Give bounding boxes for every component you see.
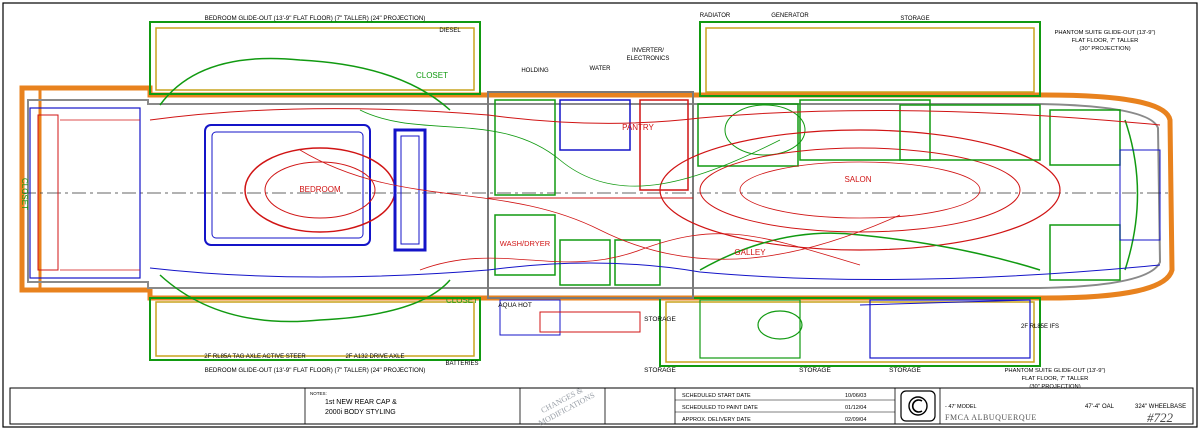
- closet-top-label: CLOSET: [416, 71, 448, 80]
- pantry-label: PANTRY: [622, 123, 654, 132]
- wheelbase-text: 324" WHEELBASE: [1135, 404, 1186, 410]
- storage-bottom-2: STORAGE: [799, 367, 831, 374]
- water-label: WATER: [590, 66, 612, 72]
- bottom-labels: 2F RL85A TAG AXLE ACTIVE STEER 2F A132 D…: [204, 324, 1105, 390]
- coach-body: [19, 85, 1175, 301]
- inverter-label: INVERTER/: [632, 48, 664, 54]
- schedule-table: SCHEDULED START DATE 10/06/03 SCHEDULED …: [682, 393, 866, 423]
- front-axle-label: 2F RL85E IFS: [1021, 324, 1059, 330]
- closet-bottom-label: CLOSET: [446, 296, 478, 305]
- holding-label: HOLDING: [521, 68, 549, 74]
- bedroom-area: [29, 57, 451, 323]
- top-labels: BEDROOM GLIDE-OUT (13'-9" FLAT FLOOR) (7…: [205, 13, 1156, 74]
- salon-galley-area: [659, 99, 1161, 359]
- phantom-suite-bottom-line3: (30" PROJECTION): [1029, 384, 1080, 390]
- company-logo-icon: [900, 390, 936, 422]
- fmca-watermark: FMCA ALBUQUERQUE: [945, 413, 1037, 422]
- bedroom-label: BEDROOM: [299, 185, 341, 194]
- generator-label: GENERATOR: [771, 13, 809, 19]
- tag-axle-label: 2F RL85A TAG AXLE ACTIVE STEER: [204, 354, 306, 360]
- phantom-suite-bottom-line2: FLAT FLOOR, 7" TALLER: [1022, 376, 1089, 382]
- schedule-start-date: 10/06/03: [845, 393, 866, 399]
- drawing-number: #722: [1147, 410, 1174, 425]
- closet-left-label: CLOSET: [20, 178, 29, 210]
- storage-top-label: STORAGE: [900, 16, 929, 22]
- aqua-hot-label: AQUA HOT: [498, 302, 532, 309]
- schedule-paint-date: 01/12/04: [845, 405, 866, 411]
- mid-coach-area: [487, 91, 694, 336]
- model-text: - 47' MODEL: [945, 404, 977, 410]
- storage-bottom-1: STORAGE: [644, 367, 676, 374]
- room-labels: CLOSET CLOSET BEDROOM PANTRY SALON GALLE…: [20, 71, 921, 374]
- storage-bottom-3: STORAGE: [889, 367, 921, 374]
- schedule-start-label: SCHEDULED START DATE: [682, 393, 751, 399]
- phantom-suite-top-line3: (30" PROJECTION): [1079, 46, 1130, 52]
- title-block: NOTES: 1st NEW REAR CAP & 2000i BODY STY…: [9, 385, 1194, 428]
- bedroom-slide-bottom-label: BEDROOM GLIDE-OUT (13'-9" FLAT FLOOR) (7…: [205, 367, 426, 374]
- drive-axle-label: 2F A132 DRIVE AXLE: [345, 354, 404, 360]
- note-line-2: 2000i BODY STYLING: [325, 409, 396, 416]
- schedule-delivery-date: 02/09/04: [845, 417, 866, 423]
- diesel-label: DIESEL: [439, 28, 461, 34]
- bedroom-slide-top-label: BEDROOM GLIDE-OUT (13'-9" FLAT FLOOR) (7…: [205, 15, 426, 22]
- schedule-delivery-label: APPROX. DELIVERY DATE: [682, 417, 751, 423]
- slideouts: [149, 21, 1041, 367]
- note-line-1: 1st NEW REAR CAP &: [325, 399, 397, 406]
- radiator-label: RADIATOR: [700, 13, 731, 19]
- salon-label: SALON: [844, 175, 871, 184]
- wiring-lines: [149, 108, 1161, 281]
- notes-header: NOTES:: [310, 391, 327, 396]
- galley-label: GALLEY: [734, 248, 766, 257]
- wash-dryer-label: WASH/DRYER: [500, 239, 551, 248]
- storage-mid-label: STORAGE: [644, 316, 676, 323]
- phantom-suite-top-line1: PHANTOM SUITE GLIDE-OUT (13'-9"): [1055, 30, 1156, 36]
- electronics-label: ELECTRONICS: [627, 56, 670, 62]
- phantom-suite-top-line2: FLAT FLOOR, 7" TALLER: [1072, 38, 1139, 44]
- batteries-label: BATTERIES: [446, 361, 479, 367]
- schedule-paint-label: SCHEDULED TO PAINT DATE: [682, 405, 758, 411]
- phantom-suite-bottom-line1: PHANTOM SUITE GLIDE-OUT (13'-9"): [1005, 368, 1106, 374]
- oal-text: 47'-4" OAL: [1085, 404, 1115, 410]
